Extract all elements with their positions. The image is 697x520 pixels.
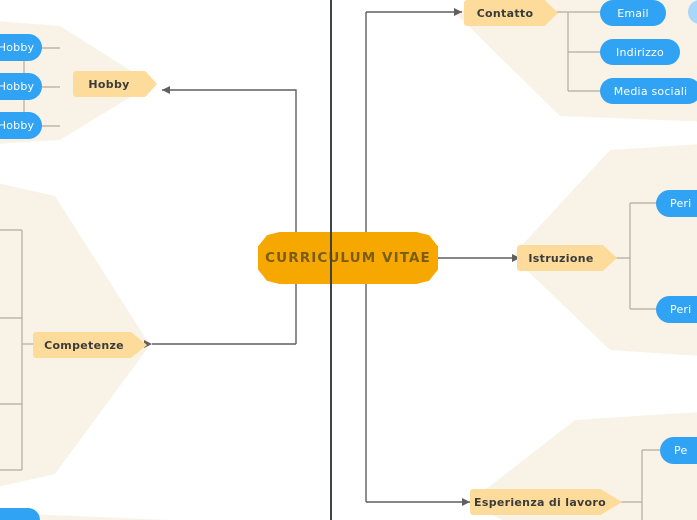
hull-bottom-left-sliver	[0, 512, 170, 520]
branch-node-competenze[interactable]: Competenze	[33, 332, 147, 358]
branch-node-hobby[interactable]: Hobby	[73, 71, 157, 97]
leaf-node-hobby-3[interactable]: Hobby	[0, 112, 42, 139]
arrow-hobby	[162, 86, 170, 94]
leaf-node-bottom-left-offscreen[interactable]	[0, 508, 40, 520]
branch-node-competenze-label: Competenze	[44, 338, 124, 352]
leaf-node-email[interactable]: Email	[600, 0, 666, 26]
branch-node-esperienza-di-lavoro[interactable]: Esperienza di lavoro	[470, 489, 622, 515]
leaf-node-periodo-2-label: Peri	[670, 303, 692, 316]
leaf-node-indirizzo-label: Indirizzo	[616, 45, 664, 59]
leaf-node-periodo-1[interactable]: Peri	[656, 190, 697, 217]
leaf-node-hobby-2-label: Hobby	[0, 80, 35, 93]
leaf-node-media-sociali[interactable]: Media sociali	[600, 78, 697, 104]
branch-node-esperienza-label: Esperienza di lavoro	[474, 495, 606, 509]
center-spine-divider	[330, 0, 332, 520]
root-node-label: CURRICULUM VITAE	[265, 250, 431, 266]
leaf-node-hobby-1[interactable]: Hobby	[0, 34, 42, 61]
leaf-node-periodo-1-label: Peri	[670, 197, 692, 210]
leaf-node-periodo-2[interactable]: Peri	[656, 296, 697, 323]
leaf-node-email-label: Email	[617, 6, 649, 20]
branch-node-istruzione[interactable]: Istruzione	[517, 245, 617, 271]
root-node-curriculum-vitae[interactable]: CURRICULUM VITAE	[258, 232, 438, 284]
arrow-contatto	[454, 8, 462, 16]
leaf-node-hobby-1-label: Hobby	[0, 41, 35, 54]
branch-node-contatto-label: Contatto	[476, 6, 534, 20]
edge-arrowheads	[144, 8, 520, 506]
leaf-node-periodo-3[interactable]: Pe	[660, 437, 697, 464]
leaf-node-media-sociali-label: Media sociali	[613, 84, 688, 98]
arrow-competenze	[144, 340, 152, 348]
leaf-node-hobby-3-label: Hobby	[0, 119, 35, 132]
branch-node-istruzione-label: Istruzione	[528, 251, 594, 265]
branch-node-contatto[interactable]: Contatto	[464, 0, 558, 26]
leaf-node-hobby-2[interactable]: Hobby	[0, 73, 42, 100]
leaf-node-indirizzo[interactable]: Indirizzo	[600, 39, 680, 65]
arrow-istruzione	[512, 254, 520, 262]
branch-node-hobby-label: Hobby	[88, 77, 130, 91]
leaf-node-contatto-offscreen[interactable]	[688, 0, 697, 24]
arrow-esperienza	[462, 498, 470, 506]
leaf-node-periodo-3-label: Pe	[674, 444, 688, 457]
edge-istruzione-children	[630, 202, 660, 310]
